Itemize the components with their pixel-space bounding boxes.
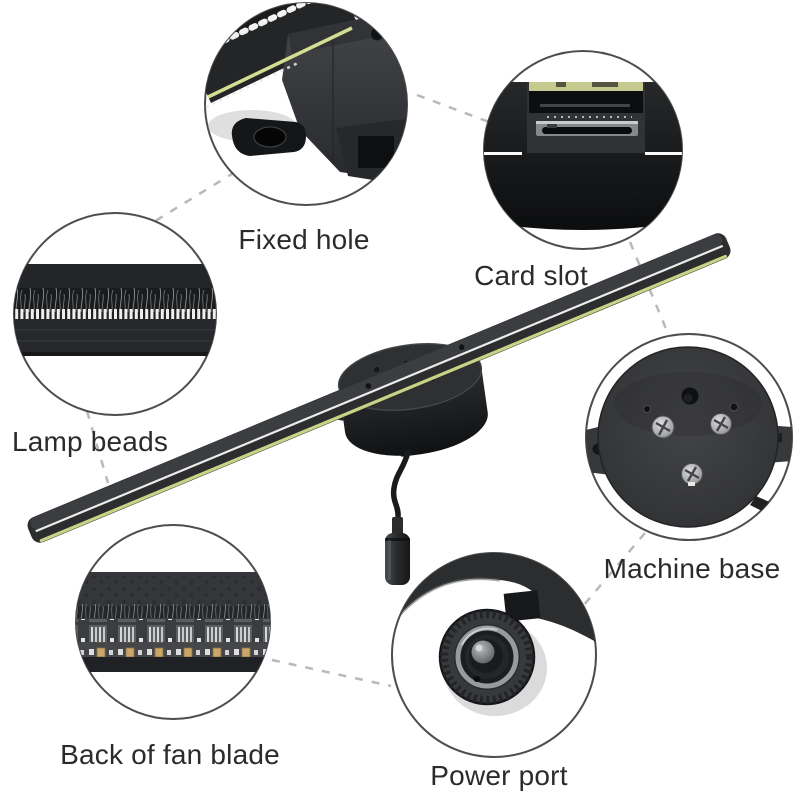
- card-edge: [540, 104, 630, 107]
- connector-lampbeads-fanblade: [85, 410, 110, 484]
- connector-machinebase-powerport: [576, 532, 646, 614]
- base-disc: [597, 346, 779, 528]
- dc-plug: [385, 517, 410, 585]
- card-slot-detail-circle: [483, 50, 683, 250]
- ring-glint: [461, 627, 498, 646]
- lamp-beads-detail-photo: [14, 264, 216, 356]
- driver-chips-row: [76, 619, 270, 642]
- label-fixed-hole: Fixed hole: [238, 224, 370, 255]
- center-pin: [471, 640, 495, 664]
- power-port-detail-circle: [391, 552, 597, 758]
- pin-glint: [475, 644, 483, 652]
- pcb-mark: [556, 82, 566, 87]
- label-card-slot: Card slot: [474, 260, 588, 291]
- fixing-hole: [253, 126, 287, 148]
- fixed-hole-detail-photo: [205, 3, 407, 186]
- wire-row: [76, 604, 270, 619]
- pcb-edge: [529, 82, 643, 91]
- solder-wires: [14, 288, 216, 312]
- label-lamp-beads: Lamp beads: [11, 426, 169, 457]
- lamp-beads-detail-circle: [13, 212, 217, 416]
- pcb-edge-line: [207, 26, 353, 99]
- fixed-hole-detail-circle: [204, 2, 408, 206]
- micro-dash-row: [205, 60, 301, 109]
- blade-screw: [365, 383, 372, 389]
- label-machine-base: Machine base: [603, 553, 781, 584]
- screw-glint: [688, 482, 695, 486]
- connector-fixedhole-lampbeads: [151, 170, 236, 225]
- plug-highlight: [388, 540, 391, 580]
- connector-fanblade-powerport: [271, 658, 392, 688]
- bar-bottom: [14, 319, 216, 352]
- hub-notch: [503, 590, 541, 622]
- fan-blade-back-detail-photo: [76, 572, 270, 672]
- machine-base-detail-photo: [586, 346, 792, 528]
- plug-tip: [392, 517, 403, 535]
- plug-body: [385, 533, 410, 585]
- housing-screw: [370, 27, 384, 41]
- spindle-hole-inner: [683, 393, 693, 403]
- pin-hole-right: [729, 402, 739, 412]
- blade-angled: [205, 3, 361, 103]
- fan-blade-back-detail-circle: [75, 524, 271, 720]
- hub-underside: [392, 553, 596, 642]
- screw: [710, 413, 732, 435]
- lower-housing-recess: [358, 136, 394, 168]
- power-port-detail-photo: [392, 553, 596, 716]
- body-seam-right: [645, 152, 682, 155]
- card-slot-detail-photo: [484, 82, 682, 230]
- dashed-connectors: [85, 93, 671, 688]
- label-power-port: Power port: [430, 760, 568, 791]
- screw: [651, 415, 675, 439]
- pcb-mark: [592, 82, 618, 87]
- pcb-bottom: [76, 657, 270, 672]
- bar-edge-shadow: [14, 352, 216, 356]
- pin-hole-left: [643, 405, 651, 413]
- screw: [681, 463, 703, 486]
- blade-green-edge: [39, 254, 728, 543]
- machine-base-detail-circle: [585, 333, 793, 541]
- upper-slot-cavity: [529, 91, 643, 113]
- hub-edge-highlight: [392, 577, 501, 626]
- card-slot-opening: [542, 127, 632, 134]
- led-components-row: [76, 642, 270, 657]
- bar-top: [14, 264, 216, 290]
- label-back-of-fan-blade: Back of fan blade: [60, 739, 280, 770]
- power-cable: [390, 449, 411, 520]
- plug-ring: [385, 538, 410, 541]
- face-notch: [473, 676, 481, 682]
- slot-latch: [547, 124, 557, 128]
- hologram-fan-product: [27, 233, 731, 585]
- blade-screw: [458, 344, 465, 350]
- slot-highlight: [536, 121, 638, 124]
- knurl-texture: [440, 610, 534, 704]
- blade-top-face: [30, 234, 723, 530]
- blade-center-stripe: [35, 244, 724, 533]
- body-seam-left: [484, 152, 522, 155]
- connector-fixedhole-cardslot: [416, 93, 490, 124]
- led-fan-blade: [27, 233, 731, 543]
